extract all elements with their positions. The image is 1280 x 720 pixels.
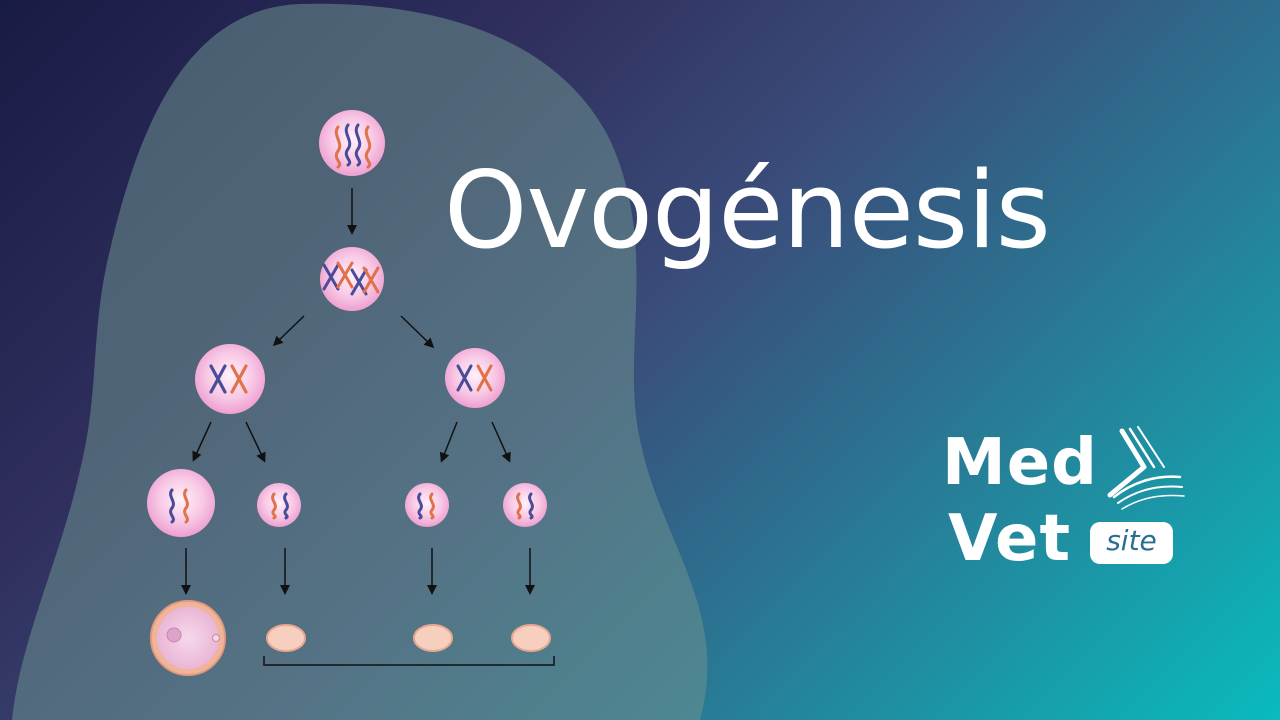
arrow-3a (192, 421, 212, 462)
logo-badge: site (1090, 522, 1173, 564)
cell-ootid (147, 469, 215, 537)
cell-secondary-oocyte (195, 344, 265, 414)
cell-oogonium (319, 110, 385, 176)
arrow-2b (400, 315, 435, 349)
cell-primary-oocyte (320, 247, 384, 311)
cell-first-polar-body (445, 348, 505, 408)
polar-body-1 (266, 624, 306, 652)
cell-polar-body-2a (257, 483, 301, 527)
logo-word-vet: Vet (948, 502, 1072, 576)
logo-badge-text: site (1106, 524, 1157, 557)
cell-polar-body-2c (503, 483, 547, 527)
arrow-3c (439, 421, 458, 463)
book-icon (1107, 426, 1185, 510)
ovum (150, 600, 226, 676)
arrow-3d (491, 421, 511, 463)
polar-body-2 (413, 624, 453, 652)
logo-word-med: Med (942, 426, 1098, 500)
arrow-3b (245, 421, 266, 463)
cell-polar-body-2b (405, 483, 449, 527)
arrow-2a (272, 315, 305, 347)
polar-body-3 (511, 624, 551, 652)
page-title: Ovogénesis (444, 149, 1051, 272)
polar-bodies-bracket (263, 656, 555, 666)
medvet-logo: Med Vet site (940, 425, 1190, 575)
